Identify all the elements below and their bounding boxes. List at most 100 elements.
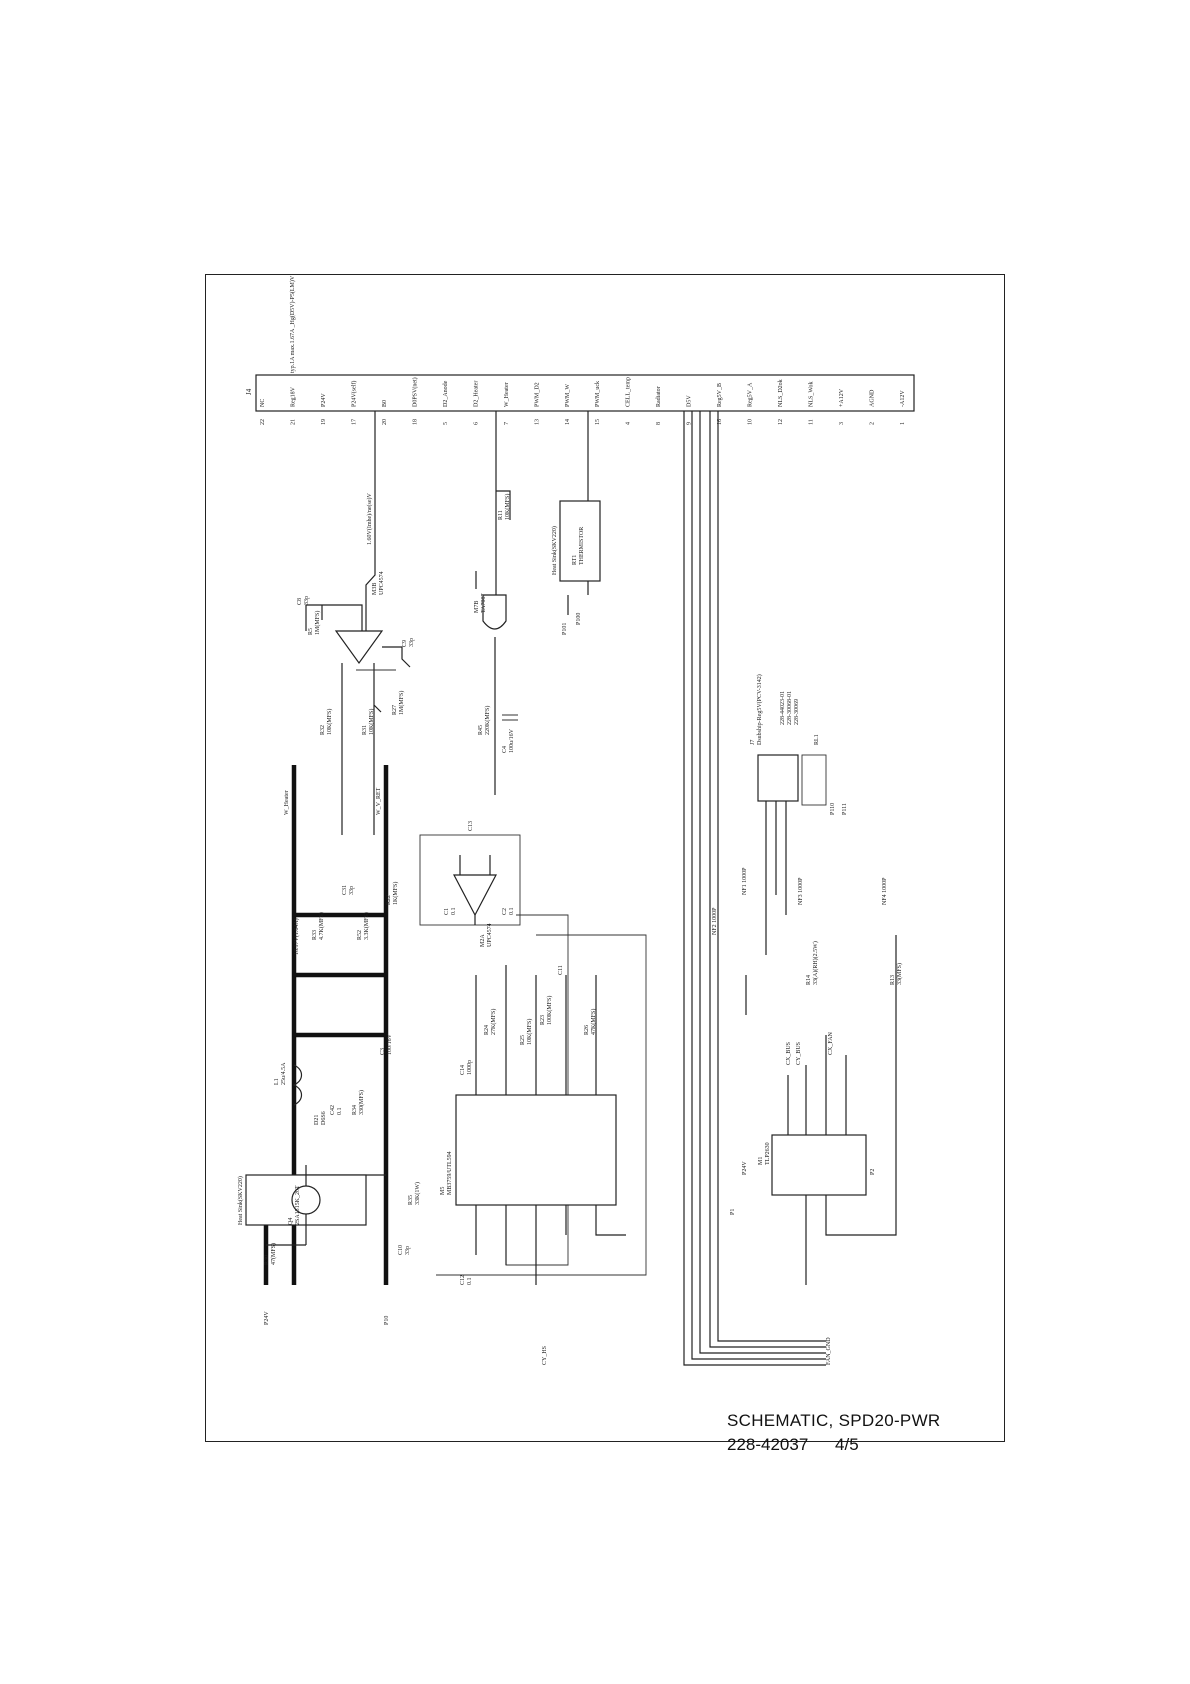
j4-pin-number: 18 xyxy=(412,419,418,425)
j4-pin-number: 5 xyxy=(443,422,449,425)
j4-pin-name: AGND xyxy=(870,389,876,407)
c1-label: C10.1 xyxy=(444,908,457,916)
r33-label: R334.7K(MFS) xyxy=(312,912,325,940)
j7-label: J7Dsubship-Reg5V(PCV-3142) xyxy=(750,674,763,745)
volt-label: 18.17V(1.64A) xyxy=(293,918,300,955)
j4-pin-number: 15 xyxy=(595,419,601,425)
r32-label: R3210K(MFS) xyxy=(320,709,333,735)
j4-pin-number: 9 xyxy=(687,422,693,425)
j4-pin-number: 2 xyxy=(870,422,876,425)
page-number: 4/5 xyxy=(835,1435,859,1454)
j4-pin-name: PWM_D2 xyxy=(534,382,540,407)
power-rails: W_Heater W_V_RET 18.17V(1.64A) R334.7K(M… xyxy=(263,765,399,1285)
j4-pin-number: 11 xyxy=(809,419,815,425)
j4-pin-number: 6 xyxy=(473,422,479,425)
j4-pin-number: 16 xyxy=(717,419,723,425)
w-v-ret-flag: W_V_RET xyxy=(376,787,382,815)
c12b-label: C120.1 xyxy=(460,1275,473,1285)
opamp-m2a-block: C10.1 C20.1 M2AUPC4574 C13 xyxy=(419,821,521,947)
j4-pin-number: 22 xyxy=(260,419,266,425)
c8-label: C833p xyxy=(297,596,310,605)
j4-pin-name: Reg18V xyxy=(290,386,296,407)
j4-pin-number: 10 xyxy=(748,419,754,425)
r34-label: R34330(MFS) xyxy=(352,1090,365,1115)
document-number: 228-42037 xyxy=(727,1435,809,1454)
d21-label: D21D6S6 xyxy=(314,1111,327,1125)
thermistor-block: Heat Sink(SKV220) RT1THERMISTOR P100 P10… xyxy=(551,411,601,635)
j4-pin-name: Reg5V_B xyxy=(717,383,723,407)
j4-pin-number: 13 xyxy=(534,419,540,425)
connector-j4-note: typ.1A max.1.67A _Hg(D5V)-P5(LM)V xyxy=(289,275,296,373)
j4-pin-number: 7 xyxy=(504,422,510,425)
j4-pin-name: NLS_Wok xyxy=(809,381,815,407)
r5-label: R51M(MFS) xyxy=(308,611,321,635)
c31-label: C3133p xyxy=(342,885,355,895)
rl1-label: RL1 xyxy=(814,734,820,745)
p2-label: P2 xyxy=(870,1169,876,1175)
c9-label: C933p xyxy=(402,638,415,647)
j4-pin-name: Radiator xyxy=(656,386,662,407)
pwm-controller-m5: M5MB3759/UTL594 R2427K(MFS) R2510K(MFS) … xyxy=(436,914,647,1285)
cx-fan-label: CX_FAN xyxy=(828,1031,834,1055)
p24v-flag: P24V xyxy=(264,1311,270,1325)
r11-label: R1110K(MFS) xyxy=(498,494,511,520)
r45-label: R45220K(MFS) xyxy=(478,706,491,735)
c10-label: C1033p xyxy=(398,1245,411,1255)
q4-label: Q42SA1315K_20T xyxy=(288,1185,301,1225)
document-line: 228-42037 4/5 xyxy=(727,1435,941,1455)
optocoupler-m1: M1TLP2630 CX_BUS CY_BUS CX_FAN FAN_GND P… xyxy=(730,935,897,1365)
heat-sink-thermistor xyxy=(559,500,601,582)
r23-label: R23100K(MFS) xyxy=(540,996,553,1025)
m5-chip xyxy=(455,1094,617,1206)
fan-gnd-label: FAN_GND xyxy=(826,1337,832,1365)
opamp-m2a xyxy=(453,874,497,917)
m7b-label: M7BTA7087 xyxy=(474,593,487,613)
j4-pin-name: D2_Anode xyxy=(443,380,449,407)
cy-bus-label: CY_BUS xyxy=(796,1042,802,1065)
nf3-label: NF3 1000P xyxy=(798,877,804,905)
c42-label: C420.1 xyxy=(330,1105,343,1115)
j4-pin-number: 17 xyxy=(351,419,357,425)
j4-pin-number: 4 xyxy=(626,422,632,425)
j4-pin-name: NLS_D2ok xyxy=(778,379,784,407)
r25-label: R2510K(MFS) xyxy=(520,1019,533,1045)
j4-pin-name: Reg5V_A xyxy=(748,382,754,407)
p24v-b-label: P24V xyxy=(742,1161,748,1175)
j4-pin-number: 19 xyxy=(321,419,327,425)
connector-j4-pins: NC22Reg18V21P24V19P24V(self)17B020D0PSV(… xyxy=(260,377,906,425)
r26-label: R2647K(MFS) xyxy=(584,1009,597,1035)
m1-label: M1TLP2630 xyxy=(758,1142,771,1165)
j4-pin-number: 3 xyxy=(839,422,845,425)
j4-pin-name: -A12V xyxy=(900,390,906,407)
j4-pin-name: +A12V xyxy=(839,388,845,407)
nf2-label: NF2 1000P xyxy=(712,907,718,935)
opamp-m3b-block: R51M(MFS) C833p M3BUPC4574 R3210K(MFS) R… xyxy=(297,411,415,835)
r52-label: R523.3K(MFS) xyxy=(357,912,370,940)
j4-pin-number: 1 xyxy=(900,422,906,425)
p110-label: P110 xyxy=(830,803,836,815)
j4-pin-name: PWM_uck xyxy=(595,381,601,407)
r30-label: R3047(MFS) xyxy=(264,1243,277,1265)
schematic-title: SCHEMATIC, SPD20-PWR xyxy=(727,1411,941,1430)
p10-flag: P10 xyxy=(384,1316,390,1325)
j4-pin-name: D2_Heater xyxy=(473,381,479,407)
c13-label: C13 xyxy=(468,821,474,831)
r24-label: R2427K(MFS) xyxy=(484,1009,497,1035)
dsub-j7-block: J7Dsubship-Reg5V(PCV-3142) 228-44023-012… xyxy=(712,674,903,1015)
connector-j7 xyxy=(757,754,799,802)
title-block: SCHEMATIC, SPD20-PWR 228-42037 4/5 xyxy=(727,1411,941,1455)
rt1-label: RT1THERMISTOR xyxy=(572,527,585,565)
c3-label: C3100/16V xyxy=(380,1033,393,1055)
j4-pin-name: D0PSV(net) xyxy=(411,377,418,407)
r27-label: R271M(MFS) xyxy=(392,691,405,715)
connector-j4: J4 typ.1A max.1.67A _Hg(D5V)-P5(LM)V NC2… xyxy=(245,275,915,425)
c4-label: C4100u/16V xyxy=(502,728,515,753)
r22-label: R221K(MFS) xyxy=(386,882,399,905)
j4-pin-name: D5V xyxy=(687,395,693,407)
cy-hs-label: CY_HS xyxy=(542,1346,548,1365)
gate-m7b-block: R1110K(MFS) M7BTA7087 R45220K(MFS) C4100… xyxy=(474,411,518,795)
m3b-label: M3BUPC4574 xyxy=(372,571,385,595)
j4-pin-name: CELL_temp xyxy=(626,377,632,407)
p1-label: P1 xyxy=(730,1209,736,1215)
